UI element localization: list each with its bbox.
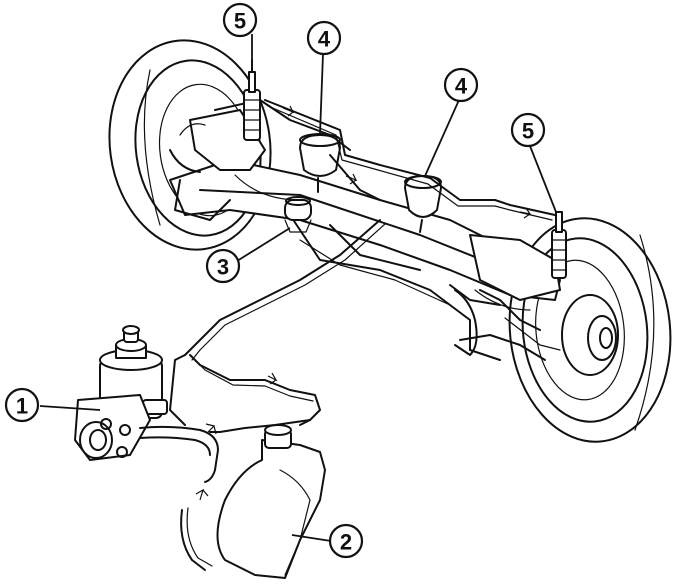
axle-subframe [169, 99, 561, 361]
callout-1-label: 1 [16, 394, 28, 419]
callout-2-label: 2 [340, 530, 352, 555]
callout-1: 1 [4, 387, 40, 423]
callout-4-left-label: 4 [318, 27, 331, 52]
level-control-valve [284, 196, 312, 233]
callout-3-label: 3 [217, 255, 229, 280]
callout-5-left: 5 [222, 2, 258, 38]
hydraulic-pump [74, 325, 219, 483]
flow-arrows [195, 105, 532, 501]
callout-5-left-label: 5 [234, 9, 246, 34]
left-level-strut [243, 59, 261, 141]
callout-4-right: 4 [443, 67, 479, 103]
callout-2: 2 [328, 523, 364, 559]
callout-5-right-label: 5 [522, 119, 534, 144]
right-level-strut [551, 211, 567, 279]
hydraulic-lines [169, 99, 556, 433]
callout-4-right-label: 4 [455, 74, 468, 99]
fluid-reservoir [180, 424, 326, 579]
right-hub [561, 294, 619, 376]
callout-5-right: 5 [510, 112, 546, 148]
callout-3: 3 [205, 248, 241, 284]
callout-leaders [39, 34, 557, 542]
callout-4-left: 4 [306, 20, 342, 56]
